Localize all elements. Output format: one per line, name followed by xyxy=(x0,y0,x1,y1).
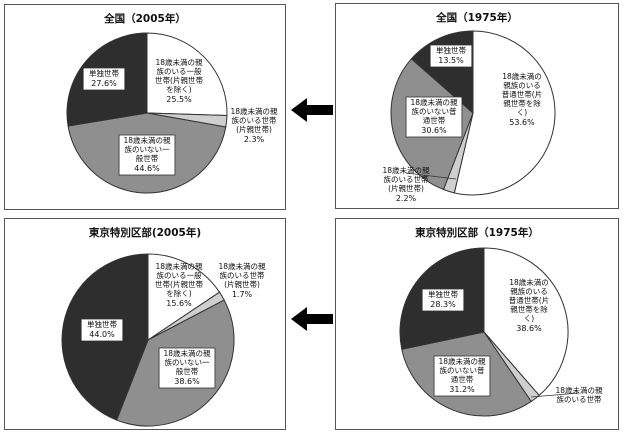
pie-chart-national-1975: 18歳未満の親族のいる普通世帯(片親世帯を除く)53.6%18歳未満の親族のいる… xyxy=(382,30,556,203)
label-box xyxy=(82,67,126,91)
chart-title: 全国（2005年） xyxy=(104,13,186,25)
label-box xyxy=(429,44,473,68)
pie-slice xyxy=(147,253,221,341)
slice-label-text: 18歳未満の親族のいる世帯(片親世帯) xyxy=(382,165,430,193)
leader-line xyxy=(530,392,580,398)
pie-slice xyxy=(146,32,228,117)
slice-label-text: 単独世帯 xyxy=(89,68,119,78)
pie-chart-tokyo-2005: 18歳未満の親族のいる一般世帯(片親世帯を除く)15.6%18歳未満の親族のいる… xyxy=(61,253,266,427)
pie-slice xyxy=(453,30,556,196)
leader-line xyxy=(405,172,457,180)
slice-value-label: 28.3% xyxy=(430,300,456,309)
slice-value-label: 31.2% xyxy=(449,385,475,394)
slice-value-label: 44.6% xyxy=(134,164,160,173)
slice-value-label: 53.6% xyxy=(509,118,535,127)
slice-label-text: 単独世帯 xyxy=(87,319,117,329)
pie-chart-national-2005: 18歳未満の親族のいる一般世帯(片親世帯を除く)25.5%18歳未満の親族のいる… xyxy=(66,32,278,194)
slice-label-text: 18歳未満の親族のいる世帯(片親世帯) xyxy=(218,261,266,289)
slice-label: 18歳未満の親族のいる普通世帯(片親世帯を除く)38.6% xyxy=(509,277,549,333)
slice-value-label: 13.5% xyxy=(438,56,464,65)
slice-label-text: 18歳未満の親族のいない普通世帯 xyxy=(410,97,458,125)
left-arrow-icon xyxy=(291,307,333,331)
slice-label: 18歳未満の親族のいる一般世帯(片親世帯を除く)15.6% xyxy=(155,261,203,308)
chart-title: 東京特別区部（1975年） xyxy=(415,227,539,239)
slice-label-text: 単独世帯 xyxy=(436,45,466,55)
slice-label-text: 18歳未満の親族のいない一般世帯 xyxy=(123,135,171,163)
slice-label-text: 18歳未満の親族のいる世帯 xyxy=(555,385,603,404)
slice-label: 18歳未満の親族のいる世帯 xyxy=(530,385,603,404)
slice-label: 18歳未満の親族のいる普通世帯(片親世帯を除く)53.6% xyxy=(502,71,542,127)
slice-label-text: 18歳未満の親族のいる一般世帯(片親世帯を除く) xyxy=(155,261,203,298)
slice-value-label: 38.6% xyxy=(174,377,200,386)
slice-label-text: 18歳未満の親族のいる世帯(片親世帯) xyxy=(230,106,278,134)
slice-label-text: 単独世帯 xyxy=(428,289,458,299)
slice-value-label: 27.6% xyxy=(91,79,117,88)
pie-chart-tokyo-1975: 18歳未満の親族のいる普通世帯(片親世帯を除く)38.6%18歳未満の親族のいる… xyxy=(399,247,603,417)
label-box xyxy=(118,134,176,176)
label-box xyxy=(80,318,124,342)
slice-value-label: 15.6% xyxy=(166,299,192,308)
left-arrow-icon xyxy=(291,98,333,122)
slice-value-label: 38.6% xyxy=(516,324,542,333)
slice-value-label: 2.3% xyxy=(244,135,265,144)
label-box xyxy=(158,347,216,389)
slice-label: 18歳未満の親族のいる世帯(片親世帯)2.2% xyxy=(382,165,457,203)
chart-title: 東京特別区部(2005年) xyxy=(88,227,202,239)
slice-label-text: 18歳未満の親族のいる一般世帯(片親世帯を除く) xyxy=(155,57,203,94)
slice-value-label: 44.0% xyxy=(89,330,115,339)
slice-value-label: 30.6% xyxy=(421,126,447,135)
slice-value-label: 25.5% xyxy=(166,95,192,104)
slice-label-text: 18歳未満の親族のいない一般世帯 xyxy=(163,348,211,376)
label-box xyxy=(405,96,463,138)
label-box xyxy=(433,355,491,397)
chart-panel-tokyo-2005: 東京特別区部(2005年) 18歳未満の親族のいる一般世帯(片親世帯を除く)15… xyxy=(4,218,286,430)
slice-value-label: 1.7% xyxy=(232,290,253,299)
chart-panel-national-1975: 全国（1975年） 18歳未満の親族のいる普通世帯(片親世帯を除く)53.6%1… xyxy=(335,3,619,209)
pie-slice xyxy=(483,247,569,397)
slice-label: 18歳未満の親族のいる世帯(片親世帯)2.3% xyxy=(230,106,278,144)
slice-label-text: 18歳未満の親族のいない普通世帯 xyxy=(438,356,486,384)
chart-title: 全国（1975年） xyxy=(436,12,518,24)
chart-panel-tokyo-1975: 東京特別区部（1975年） 18歳未満の親族のいる普通世帯(片親世帯を除く)38… xyxy=(335,218,619,430)
slice-label-text: 18歳未満の親族のいる普通世帯(片親世帯を除く) xyxy=(509,277,549,323)
label-box xyxy=(421,288,465,312)
slice-label-text: 18歳未満の親族のいる普通世帯(片親世帯を除く) xyxy=(502,71,542,117)
slice-value-label: 2.2% xyxy=(396,194,417,203)
slice-label: 18歳未満の親族のいる世帯(片親世帯)1.7% xyxy=(218,261,266,299)
slice-label: 18歳未満の親族のいる一般世帯(片親世帯を除く)25.5% xyxy=(155,57,203,104)
chart-panel-national-2005: 全国（2005年） 18歳未満の親族のいる一般世帯(片親世帯を除く)25.5%1… xyxy=(4,4,286,210)
